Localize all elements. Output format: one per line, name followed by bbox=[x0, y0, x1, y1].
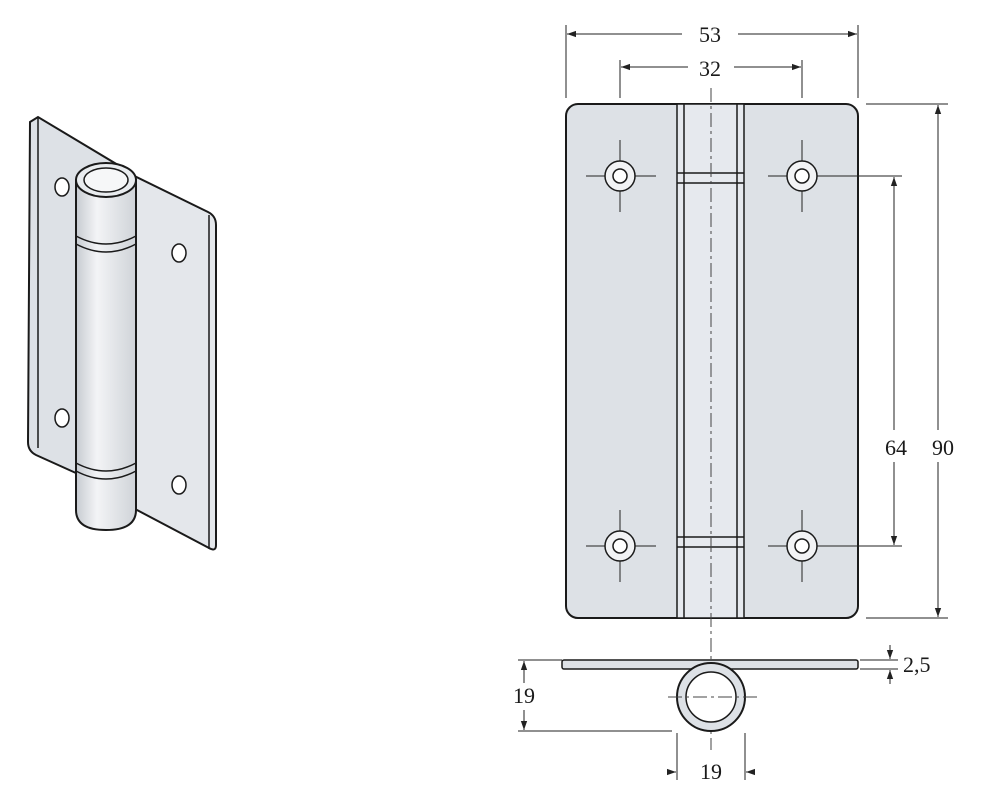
knuckle-joint-upper-2 bbox=[75, 243, 137, 253]
dimension-label-19-horizontal: 19 bbox=[700, 759, 722, 784]
front-view: 53 32 90 64 bbox=[565, 22, 954, 750]
screw-hole-icon bbox=[54, 177, 70, 197]
dimension-overall-width: 53 bbox=[565, 22, 859, 98]
hinge-barrel bbox=[75, 179, 137, 532]
screw-hole-top-right bbox=[768, 140, 838, 212]
screw-hole-icon bbox=[54, 408, 70, 428]
isometric-view bbox=[26, 115, 217, 551]
knuckle-joint-upper bbox=[75, 235, 137, 245]
dimension-hole-spacing-vertical: 64 bbox=[818, 175, 907, 547]
screw-hole-icon bbox=[171, 243, 187, 263]
dimension-label-64: 64 bbox=[885, 435, 907, 460]
screw-hole-icon bbox=[171, 475, 187, 495]
dimension-label-53: 53 bbox=[699, 22, 721, 47]
dimension-overall-height: 90 bbox=[866, 103, 954, 619]
end-view: 2,5 19 19 bbox=[513, 645, 931, 784]
screw-hole-top-left bbox=[586, 140, 656, 212]
dimension-label-32: 32 bbox=[699, 56, 721, 81]
dimension-label-90: 90 bbox=[932, 435, 954, 460]
hinge-leaf-front bbox=[117, 166, 217, 551]
dimension-label-2-5: 2,5 bbox=[903, 652, 931, 677]
knuckle-joint-lower-2 bbox=[75, 470, 137, 480]
dimension-hole-spacing-horizontal: 32 bbox=[619, 56, 803, 98]
dimension-knuckle-width: 19 bbox=[667, 733, 755, 784]
barrel-bore bbox=[83, 167, 129, 193]
dimension-knuckle-height: 19 bbox=[513, 659, 672, 732]
dimension-label-19-vertical: 19 bbox=[513, 683, 535, 708]
dimension-plate-thickness: 2,5 bbox=[860, 645, 931, 684]
knuckle-joint-lower bbox=[75, 462, 137, 472]
screw-hole-bottom-left bbox=[586, 510, 656, 582]
